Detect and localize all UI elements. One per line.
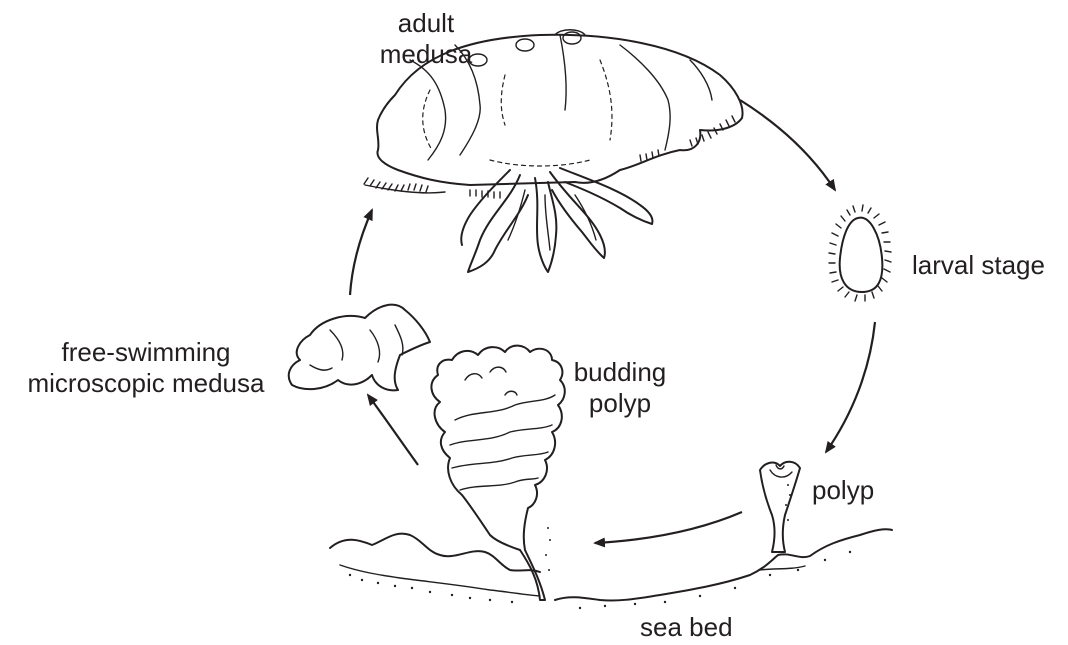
adult-medusa-label: adult medusa <box>366 8 486 70</box>
free-swimming-label-line1: free-swimming <box>12 337 280 368</box>
larval-stage-label: larval stage <box>912 250 1045 281</box>
budding-polyp-label: budding polyp <box>565 357 675 419</box>
budding-polyp-label-line1: budding <box>565 357 675 388</box>
free-swimming-label-line2: microscopic medusa <box>12 368 280 399</box>
arrow-medusa-to-larva <box>740 100 835 190</box>
budding-polyp-label-line2: polyp <box>565 388 675 419</box>
arrow-budding-to-microscopic-medusa <box>368 395 418 465</box>
adult-medusa-label-line1: adult <box>366 8 486 39</box>
polyp-label: polyp <box>812 475 874 506</box>
arrow-polyp-to-budding-polyp <box>595 512 742 543</box>
larval-stage-illustration <box>829 205 891 301</box>
arrow-larva-to-polyp <box>826 322 875 452</box>
free-swimming-medusa-label: free-swimming microscopic medusa <box>12 337 280 399</box>
sea-bed-label: sea bed <box>640 612 733 643</box>
arrow-microscopic-to-adult <box>350 210 372 295</box>
cycle-arrows <box>350 100 875 543</box>
adult-medusa-label-line2: medusa <box>366 39 486 70</box>
microscopic-medusa-illustration <box>289 305 430 391</box>
polyp-illustration <box>760 462 800 552</box>
